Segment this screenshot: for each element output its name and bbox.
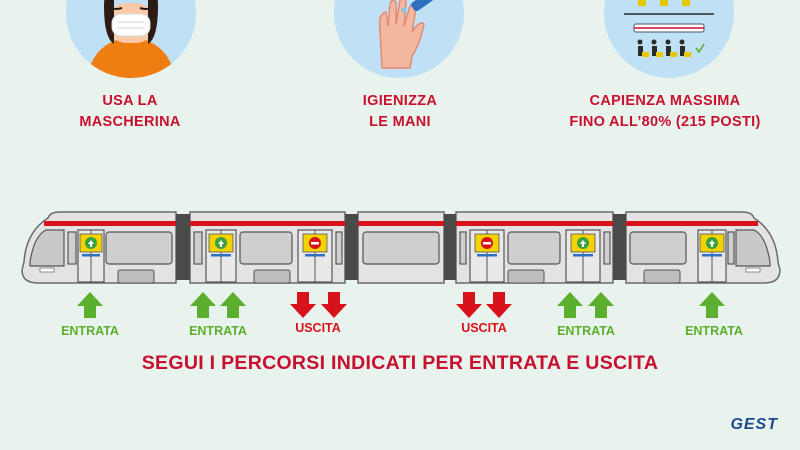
rule-capacity-label: CAPIENZA MASSIMA FINO ALL’80% (215 POSTI… bbox=[569, 93, 761, 130]
entry-arrow-icon bbox=[220, 292, 246, 318]
entry-arrow-icon bbox=[77, 292, 103, 318]
rule-mask-label: USA LA MASCHERINA bbox=[79, 93, 181, 130]
exit-label: USCITA bbox=[461, 321, 507, 335]
entry-label: ENTRATA bbox=[685, 324, 743, 338]
entry-arrow-icon bbox=[557, 292, 583, 318]
rule-sanitize-label: IGIENIZZA LE MANI bbox=[362, 93, 438, 130]
exit-arrow-icon bbox=[321, 292, 347, 318]
door-arrows bbox=[77, 292, 725, 318]
entry-arrow-icon bbox=[190, 292, 216, 318]
hand-sanitizer-icon bbox=[378, 0, 443, 69]
exit-arrow-icon bbox=[486, 292, 512, 318]
entry-label: ENTRATA bbox=[557, 324, 615, 338]
entry-label: ENTRATA bbox=[61, 324, 119, 338]
exit-arrow-icon bbox=[456, 292, 482, 318]
instruction-footer: SEGUI I PERCORSI INDICATI PER ENTRATA E … bbox=[141, 352, 659, 374]
face-mask-icon bbox=[88, 0, 174, 78]
capacity-seats-icon bbox=[624, 0, 714, 57]
entry-arrow-icon bbox=[699, 292, 725, 318]
entry-arrow-icon bbox=[588, 292, 614, 318]
exit-arrow-icon bbox=[290, 292, 316, 318]
exit-label: USCITA bbox=[295, 321, 341, 335]
entry-label: ENTRATA bbox=[189, 324, 247, 338]
tram-illustration bbox=[21, 211, 781, 284]
gest-logo: GEST bbox=[730, 416, 778, 433]
